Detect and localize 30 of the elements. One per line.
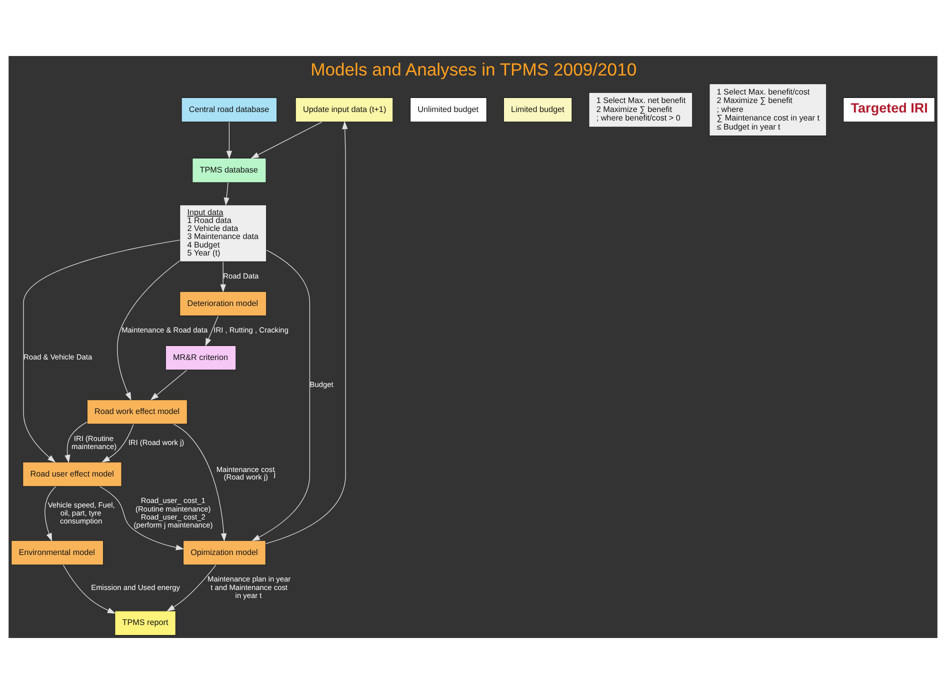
arrow bbox=[116, 260, 180, 400]
edge-label: IRI , Rutting , Cracking bbox=[214, 325, 288, 334]
edge-label: Budget bbox=[310, 379, 334, 388]
edge-label: Maintenance plan in year t and Maintenance cost in year t bbox=[208, 574, 291, 600]
arrow bbox=[252, 249, 310, 540]
arrow bbox=[23, 239, 180, 462]
arrow bbox=[64, 421, 88, 463]
arrow bbox=[220, 261, 226, 292]
edge-label: IRI (Road work j) bbox=[128, 437, 184, 446]
arrow bbox=[224, 182, 230, 206]
arrow bbox=[62, 564, 116, 614]
edge-label: Road_user_ cost_1 (Routine maintenance) Road_user_ cost_2 (perform j maintenance) bbox=[134, 496, 213, 530]
arrow bbox=[100, 486, 184, 550]
arrow bbox=[250, 121, 322, 158]
node-box: Targeted IRI bbox=[843, 96, 936, 122]
arrow bbox=[166, 564, 216, 611]
edge-label: Road Data bbox=[223, 271, 259, 280]
diagram-title: Models and Analyses in TPMS 2009/2010 bbox=[310, 58, 637, 79]
arrow bbox=[226, 121, 232, 159]
arrow bbox=[173, 423, 227, 542]
arrow bbox=[205, 315, 218, 346]
edge-label: Road & Vehicle Data bbox=[23, 352, 92, 362]
arrow bbox=[102, 423, 134, 462]
edge-label: Maintenance & Road data bbox=[122, 325, 208, 334]
edge-label: Vehicle speed, Fuel, oil, part, tyre consumption bbox=[48, 500, 115, 525]
arrow bbox=[265, 120, 348, 544]
edge-label: IRI (Routine maintenance) bbox=[72, 433, 117, 451]
arrow bbox=[44, 486, 56, 541]
edge-label: Emission and Used energy bbox=[91, 582, 180, 592]
arrow bbox=[150, 369, 187, 400]
